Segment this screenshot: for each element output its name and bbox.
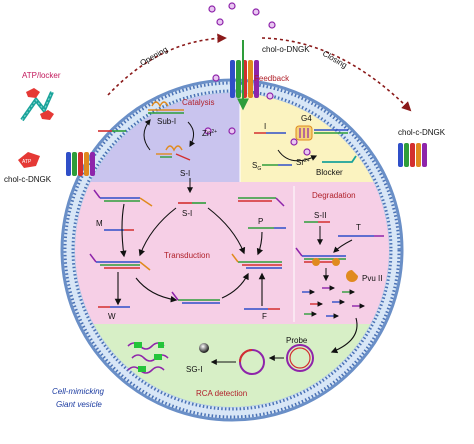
g4-quadruplex bbox=[295, 125, 313, 141]
cell-mimicking-label: Cell-mimicking bbox=[52, 387, 105, 396]
rca-ring bbox=[239, 349, 265, 375]
dnazyme-bottom bbox=[156, 145, 191, 161]
p-label: P bbox=[258, 217, 263, 226]
transduction-arrow-bottom-left-to-center bbox=[135, 277, 178, 303]
catalysis-cycle-arrow-right bbox=[187, 121, 195, 148]
probe-label: Probe bbox=[286, 336, 308, 345]
transduction-panel bbox=[75, 182, 389, 324]
pvu-ii-icon bbox=[346, 270, 358, 282]
transduction-arrow-s-i-to-left bbox=[138, 207, 177, 257]
closing-label: Closing bbox=[321, 49, 349, 70]
opening-label: Opening bbox=[139, 45, 170, 68]
feedback-cycle-arrow bbox=[277, 149, 318, 162]
complex-mid-right bbox=[231, 253, 282, 269]
transduction-arrow-left-down bbox=[120, 203, 127, 258]
atp-locker-structure bbox=[20, 88, 54, 122]
zn-label: Zn2+ bbox=[202, 129, 217, 138]
catalysis-cycle-arrow-left bbox=[143, 119, 151, 151]
blocker-strand bbox=[322, 155, 357, 163]
catalysis-title: Catalysis bbox=[182, 98, 214, 107]
t-label: T bbox=[356, 223, 361, 232]
g4-label: G4 bbox=[301, 114, 312, 123]
giant-vesicle-label: Giant vesicle bbox=[56, 400, 102, 409]
complex-bottom-center bbox=[171, 291, 220, 304]
complex-mid-left bbox=[89, 253, 151, 271]
open-channel bbox=[230, 40, 259, 111]
s-ii-label: S-II bbox=[314, 211, 326, 220]
complex-top-right bbox=[238, 197, 285, 207]
feedback-label: Feedback bbox=[254, 74, 290, 83]
degradation-to-rca-arrow bbox=[330, 317, 358, 354]
sr-ion-2 bbox=[303, 148, 311, 156]
chol-c-dngk-right-label: chol-c-DNGK bbox=[398, 128, 446, 137]
sg-label: SG bbox=[252, 161, 261, 172]
closed-channel-left bbox=[66, 152, 95, 176]
chol-c-dngk-left-label: chol-c-DNGK bbox=[4, 175, 52, 184]
sr-label: Sr2+ bbox=[296, 158, 310, 167]
rca-title: RCA detection bbox=[196, 389, 247, 398]
zn-ion bbox=[228, 127, 236, 135]
transduction-arrow-right-down bbox=[256, 231, 264, 256]
sr-ion-1 bbox=[290, 138, 298, 146]
pvu-ii-label: Pvu II bbox=[362, 274, 382, 283]
atp-locker-label: ATP/locker bbox=[22, 71, 61, 80]
m-label: M bbox=[96, 219, 103, 228]
pvu-ii-enzyme-small bbox=[312, 258, 340, 266]
degraded-fragments bbox=[302, 285, 366, 319]
sub-i-label: Sub-I bbox=[157, 117, 176, 126]
probe-ring bbox=[286, 344, 314, 372]
sg-i-dye bbox=[199, 343, 209, 353]
dnazyme-top bbox=[148, 101, 184, 114]
degradation-title: Degradation bbox=[312, 191, 356, 200]
f-label: F bbox=[262, 312, 267, 321]
rca-product bbox=[127, 342, 169, 374]
blocker-label: Blocker bbox=[316, 168, 343, 177]
closing-arc bbox=[261, 37, 412, 112]
transduction-arrow-center-to-right bbox=[221, 272, 249, 299]
s-i-top-label: S-I bbox=[180, 169, 190, 178]
i-label: I bbox=[264, 122, 266, 131]
closed-channel-right bbox=[398, 143, 427, 167]
membrane-inner-dots bbox=[71, 89, 393, 411]
complex-top-left bbox=[93, 189, 153, 207]
ions-top bbox=[204, 2, 276, 135]
chol-o-dngk-label: chol-o-DNGK bbox=[262, 45, 310, 54]
svg-text:ATP: ATP bbox=[22, 159, 32, 165]
transduction-title: Transduction bbox=[164, 251, 210, 260]
membrane-head-dots bbox=[63, 81, 401, 419]
s-i-mid-label: S-I bbox=[182, 209, 192, 218]
atp-tag-left: ATP bbox=[18, 152, 40, 168]
w-label: W bbox=[108, 312, 116, 321]
t-merge-arrow bbox=[333, 239, 353, 253]
sg-i-label: SG-I bbox=[186, 365, 202, 374]
transduction-arrow-s-i-to-right bbox=[207, 207, 246, 255]
